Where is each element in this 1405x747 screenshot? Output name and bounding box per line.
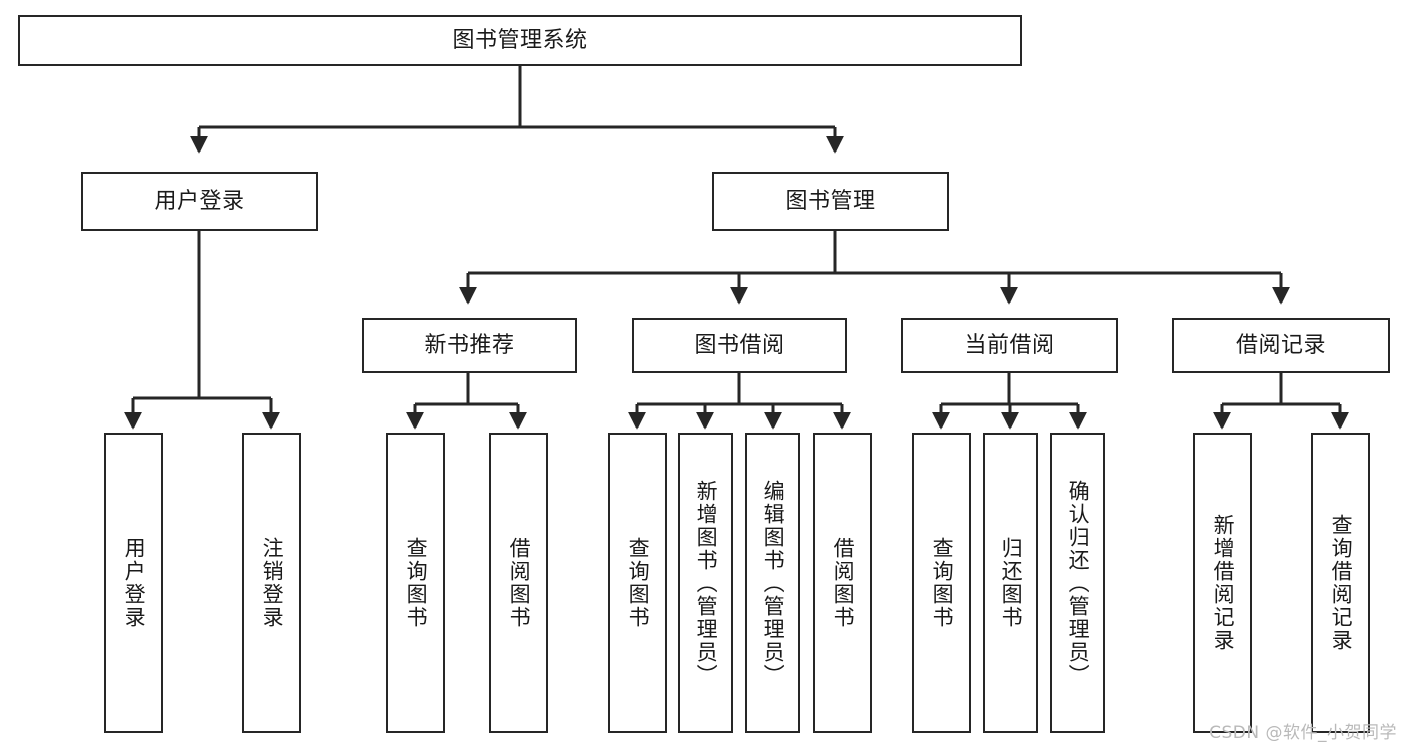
- leaf-new-book-query-book[interactable]: 查询图书: [386, 433, 445, 733]
- node-book-management[interactable]: 图书管理: [712, 172, 949, 231]
- node-new-book-recommend[interactable]: 新书推荐: [362, 318, 577, 373]
- leaf-book-borrow-borrow-book[interactable]: 借阅图书: [813, 433, 872, 733]
- node-label: 注销登录: [260, 537, 285, 629]
- node-borrow-record[interactable]: 借阅记录: [1172, 318, 1390, 373]
- node-label: 图书借阅: [694, 332, 785, 358]
- leaf-borrow-record-query-record[interactable]: 查询借阅记录: [1311, 433, 1370, 733]
- node-user-login[interactable]: 用户登录: [81, 172, 318, 231]
- leaf-borrow-record-add-record[interactable]: 新增借阅记录: [1193, 433, 1252, 733]
- node-label: 借阅图书: [507, 537, 532, 629]
- leaf-book-borrow-query-book[interactable]: 查询图书: [608, 433, 667, 733]
- node-label: 编辑图书（管理员）: [761, 479, 786, 687]
- node-label: 当前借阅: [964, 332, 1055, 358]
- leaf-book-borrow-add-book-admin[interactable]: 新增图书（管理员）: [678, 433, 733, 733]
- node-label: 查询图书: [404, 537, 429, 629]
- node-label: 归还图书: [999, 537, 1024, 629]
- node-label: 新增图书（管理员）: [694, 479, 719, 687]
- leaf-current-borrow-return-book[interactable]: 归还图书: [983, 433, 1038, 733]
- node-book-borrow[interactable]: 图书借阅: [632, 318, 847, 373]
- leaf-book-borrow-edit-book-admin[interactable]: 编辑图书（管理员）: [745, 433, 800, 733]
- node-label: 新增借阅记录: [1211, 514, 1236, 652]
- node-current-borrow[interactable]: 当前借阅: [901, 318, 1118, 373]
- node-root-book-management-system[interactable]: 图书管理系统: [18, 15, 1022, 66]
- leaf-new-book-borrow-book[interactable]: 借阅图书: [489, 433, 548, 733]
- node-label: 用户登录: [154, 188, 245, 214]
- node-label: 新书推荐: [424, 332, 515, 358]
- node-label: 确认归还（管理员）: [1066, 479, 1091, 687]
- node-label: 查询图书: [626, 537, 651, 629]
- node-label: 查询借阅记录: [1329, 514, 1354, 652]
- node-label: 用户登录: [122, 537, 147, 629]
- node-label: 借阅图书: [831, 537, 856, 629]
- node-label: 借阅记录: [1235, 332, 1326, 358]
- node-label: 查询图书: [930, 537, 955, 629]
- node-label: 图书管理系统: [452, 27, 588, 53]
- leaf-current-borrow-query-book[interactable]: 查询图书: [912, 433, 971, 733]
- leaf-current-borrow-confirm-return-admin[interactable]: 确认归还（管理员）: [1050, 433, 1105, 733]
- node-label: 图书管理: [785, 188, 876, 214]
- leaf-user-login-logout[interactable]: 注销登录: [242, 433, 301, 733]
- leaf-user-login-login[interactable]: 用户登录: [104, 433, 163, 733]
